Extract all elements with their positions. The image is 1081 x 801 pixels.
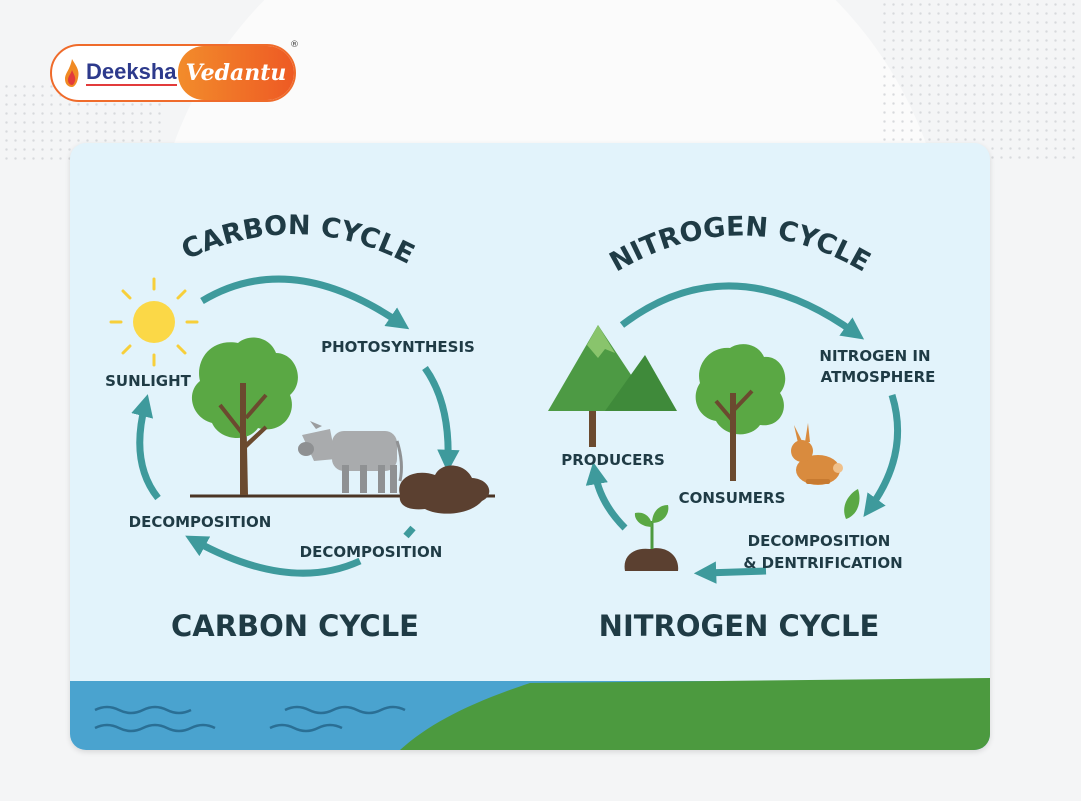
sprout-icon [624,505,679,571]
label-atmosphere: ATMOSPHERE [821,368,936,386]
arrow-decomposition-up [131,394,161,501]
logo-vedantu-text: Vedantu [185,60,287,86]
logo-right-section: Vedantu [178,46,294,100]
tree-icon [191,337,298,495]
arrow-to-producers [585,461,628,531]
label-consumers: CONSUMERS [679,489,786,507]
mountain-icon [548,325,677,447]
arrow-to-sprout [693,561,767,584]
carbon-arc-title: CARBON CYCLE [177,210,419,271]
cow-icon [298,421,403,493]
wave-line [94,723,216,733]
arrow-photosynthesis-down [422,365,460,473]
arrow-decomposition-bottom [185,535,362,577]
arrow-to-atmosphere [619,282,865,340]
arrow-dash [403,525,416,539]
wave-line [284,705,406,715]
nitrogen-arc-title: NITROGEN CYCLE [605,211,876,278]
label-photosynthesis: PHOTOSYNTHESIS [321,338,475,356]
cycle-diagram: CARBON CYCLE SUNLIGHT PHOTOSYNTHESIS [70,210,990,750]
sun-icon [109,277,199,367]
arrow-atmosphere-down [863,393,902,518]
label-nitrogen-in: NITROGEN IN [819,347,930,365]
tree-icon [695,344,786,481]
logo-deeksha-text: Deeksha [86,59,177,86]
land-strip [400,678,990,750]
nitrogen-cycle-title: NITROGEN CYCLE [599,609,880,643]
logo-left-section: Deeksha [52,46,180,100]
dot-pattern-right [880,0,1081,160]
diagram-card: CARBON CYCLE SUNLIGHT PHOTOSYNTHESIS [70,143,990,750]
soil-pile-icon [399,465,490,514]
wave-line [94,705,192,715]
carbon-cycle-title: CARBON CYCLE [171,609,419,643]
rabbit-icon [791,423,843,485]
label-decomposition-bottom: DECOMPOSITION [300,543,443,561]
registered-mark: ® [290,40,299,50]
label-producers: PRODUCERS [561,451,665,469]
label-dentrification: & DENTRIFICATION [743,554,902,572]
wave-line [269,723,343,733]
label-sunlight: SUNLIGHT [105,372,192,390]
arrow-sunlight-to-photosynthesis [200,275,410,330]
leaf-icon [844,489,860,519]
brand-logo: Deeksha Vedantu [50,44,296,102]
label-decomposition-left: DECOMPOSITION [129,513,272,531]
flame-icon [65,59,79,87]
label-decomposition: DECOMPOSITION [748,532,891,550]
